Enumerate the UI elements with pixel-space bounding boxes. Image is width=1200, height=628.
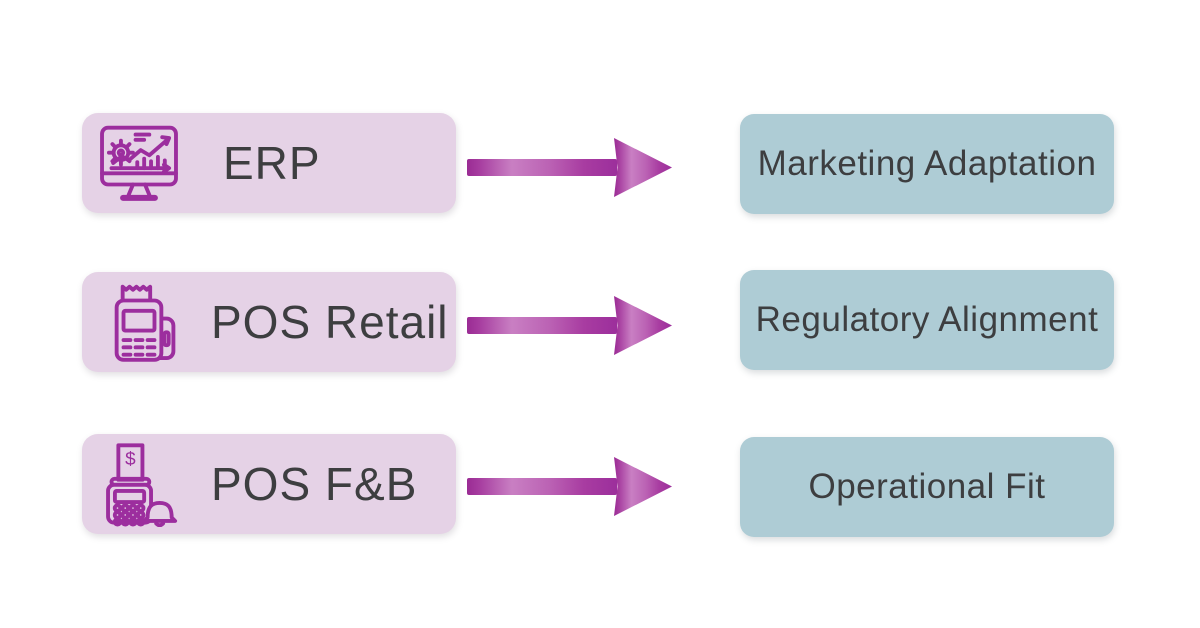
target-label: Operational Fit [808,467,1046,506]
target-box-regulatory-alignment: Regulatory Alignment [740,270,1114,370]
target-label: Marketing Adaptation [757,144,1097,183]
target-label: Regulatory Alignment [755,300,1099,339]
erp-monitor-gear-chart-icon [95,119,183,207]
source-label: POS Retail [211,296,449,348]
pos-terminal-card-icon [95,278,183,366]
source-box-pos-retail: POS Retail [82,272,456,372]
arrow-icon [464,131,676,203]
source-label: POS F&B [211,458,418,510]
source-box-erp: ERP [82,113,456,213]
target-box-marketing-adaptation: Marketing Adaptation [740,114,1114,214]
source-label: ERP [223,137,321,189]
source-box-pos-fnb: $ POS F&B [82,434,456,534]
svg-text:$: $ [125,449,136,470]
pos-terminal-bell-icon: $ [95,440,183,528]
arrow-icon [464,289,676,361]
arrow-icon [464,450,676,522]
target-box-operational-fit: Operational Fit [740,437,1114,537]
